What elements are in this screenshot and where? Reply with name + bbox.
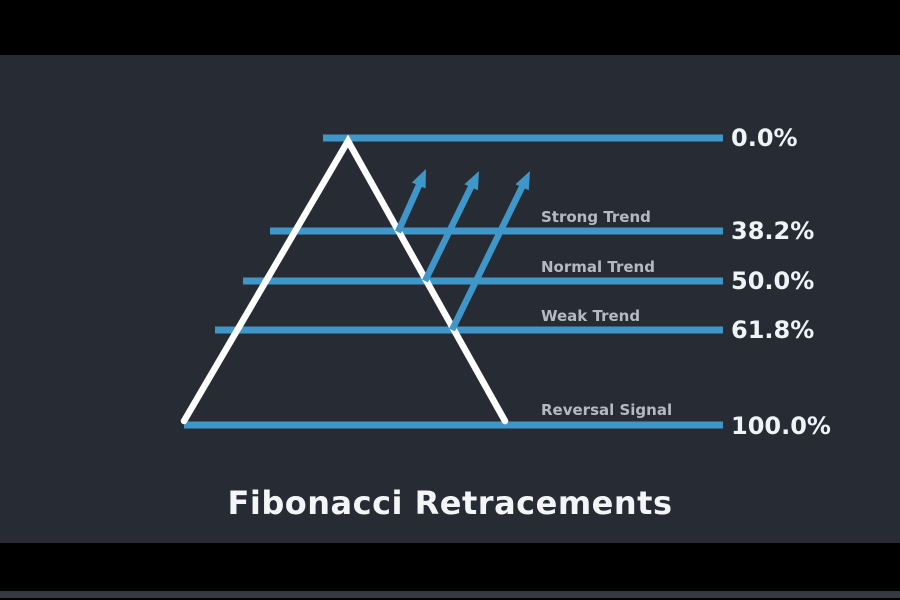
trend-arrow-icon [449, 171, 530, 332]
trend-label-reversal: Reversal Signal [541, 401, 673, 419]
level-value-38: 38.2% [731, 217, 815, 245]
trend-label-weak: Weak Trend [541, 307, 641, 325]
level-value-50: 50.0% [731, 267, 815, 295]
level-value-61: 61.8% [731, 316, 815, 344]
trend-label-strong: Strong Trend [541, 208, 651, 226]
level-value-100: 100.0% [731, 412, 831, 440]
trend-label-normal: Normal Trend [541, 258, 655, 276]
panel-bottom-edge [0, 591, 900, 598]
page-title: Fibonacci Retracements [227, 484, 673, 522]
trend-arrow-icon [395, 169, 426, 234]
level-value-0: 0.0% [731, 124, 798, 152]
trend-arrow-icon [422, 171, 479, 283]
